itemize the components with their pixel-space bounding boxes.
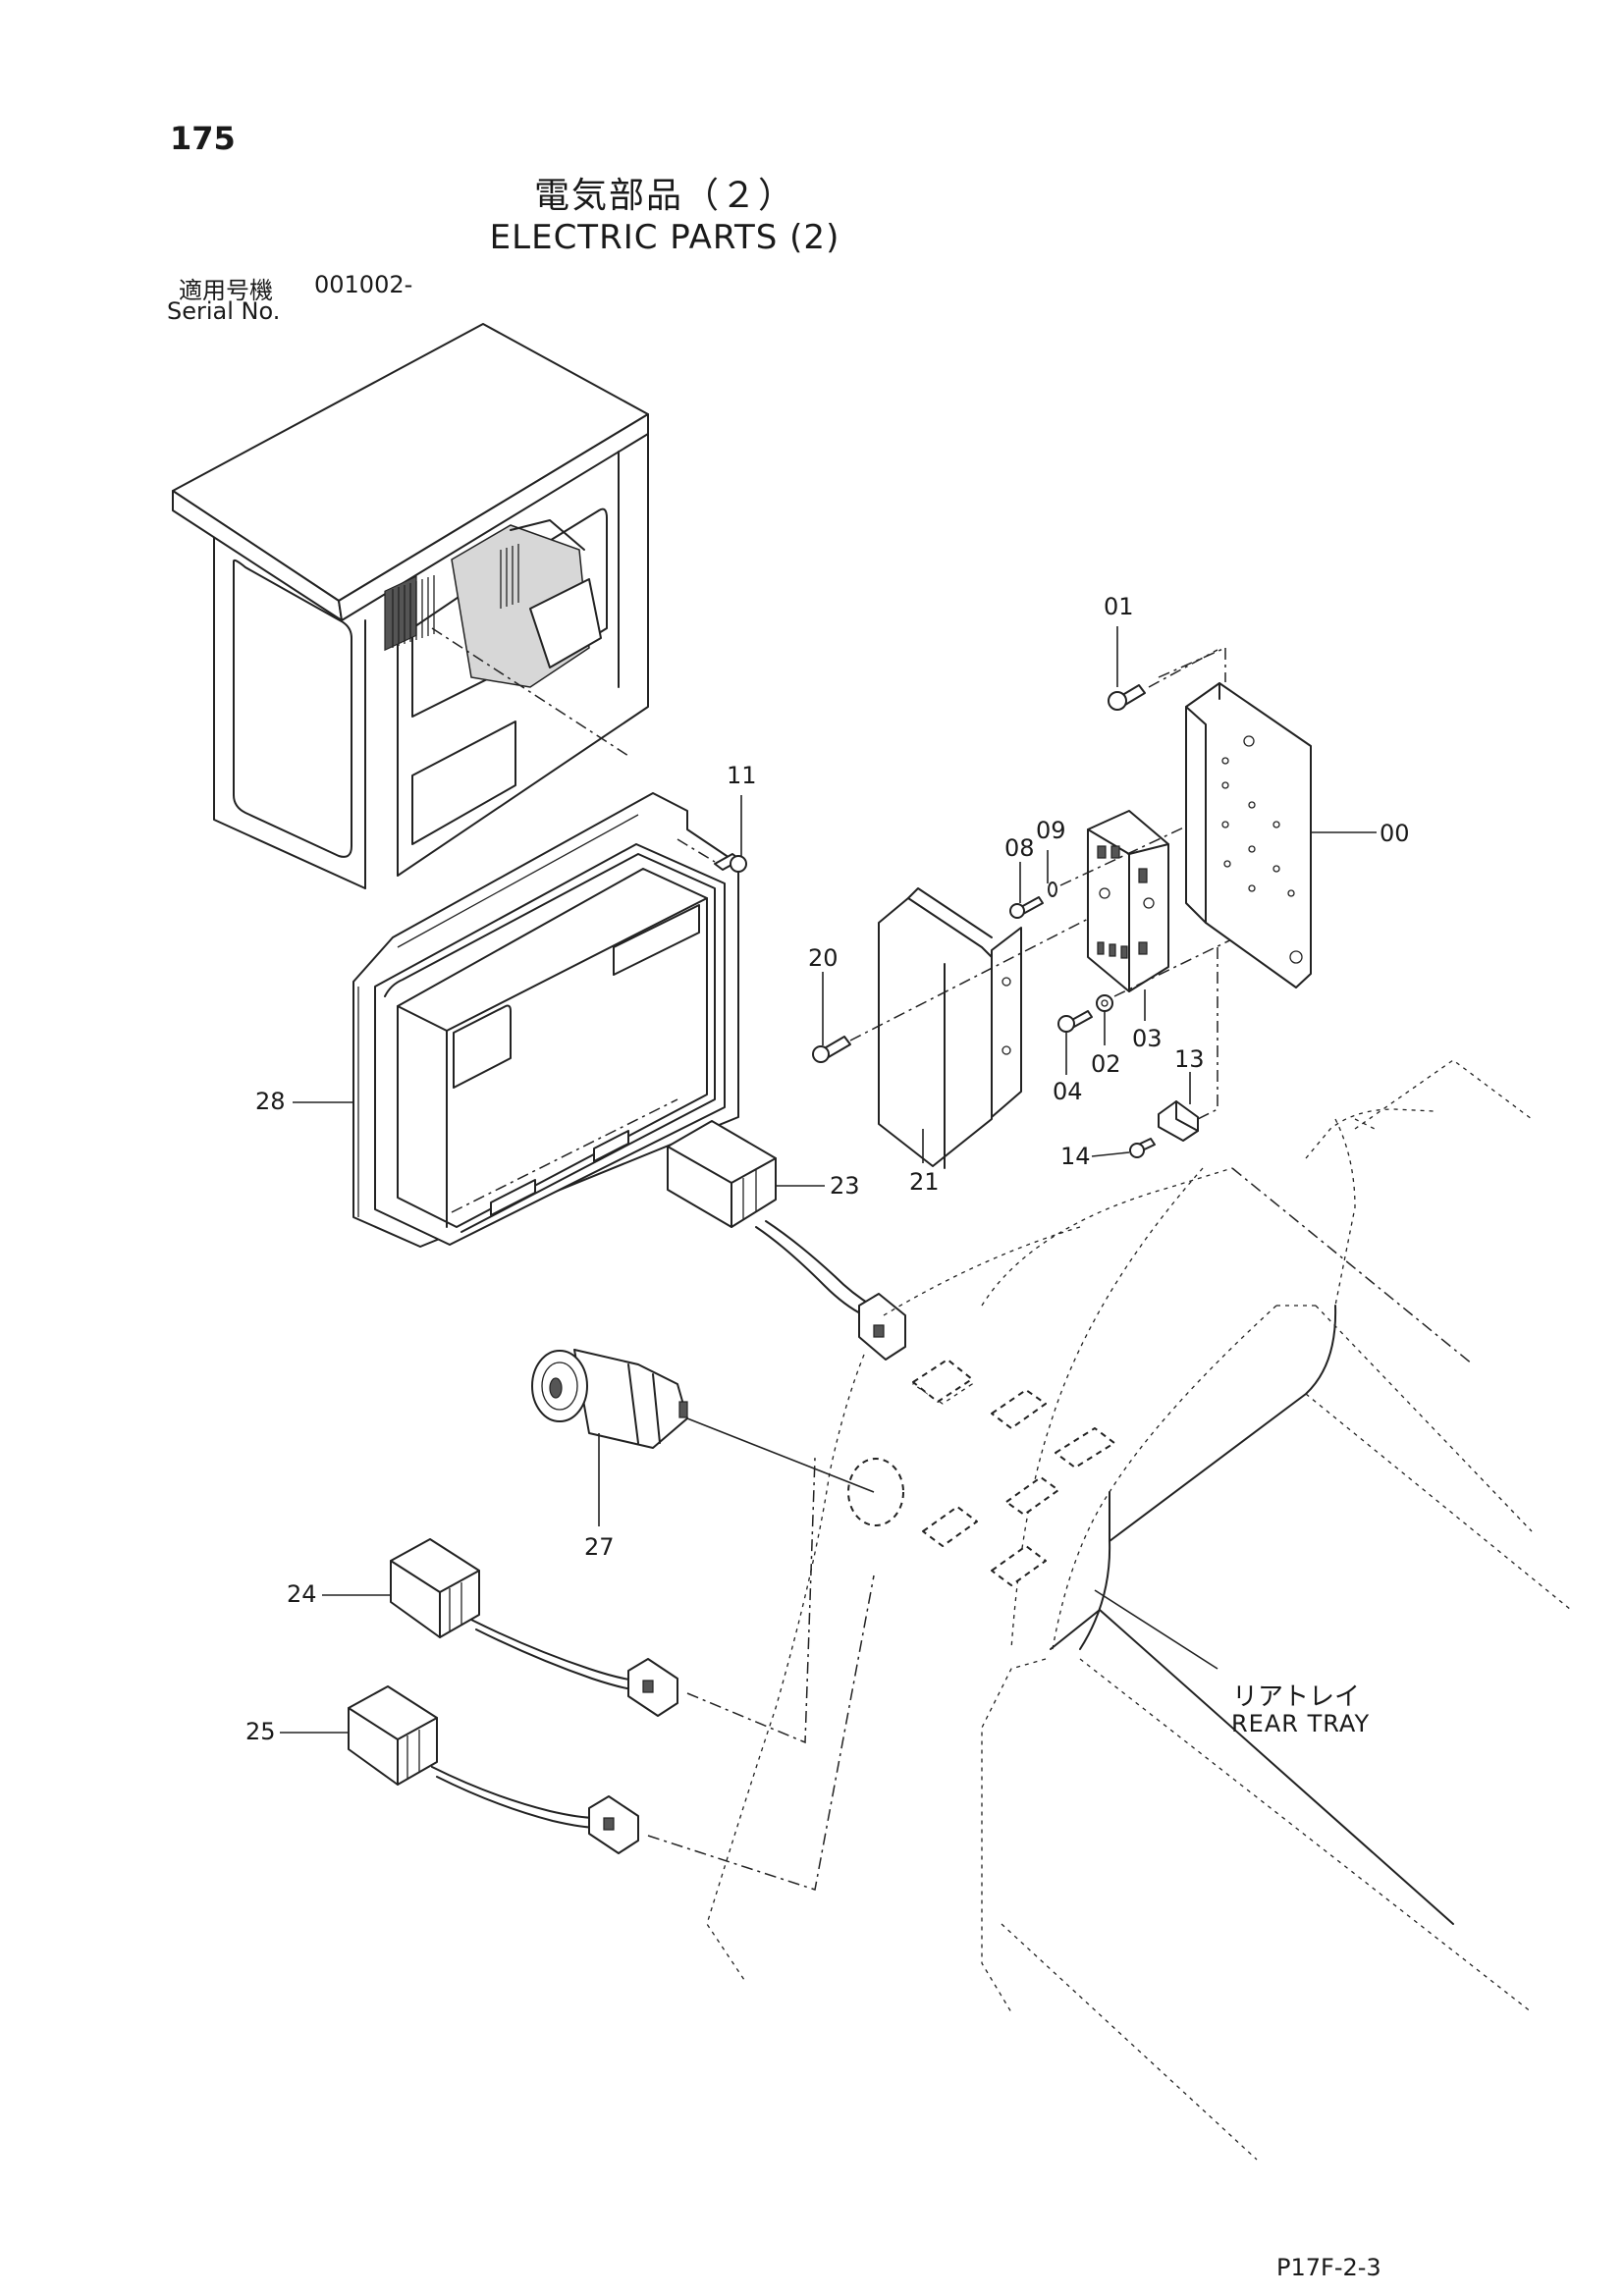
connector-23 xyxy=(667,1120,906,1361)
callout-03: 03 xyxy=(1132,1025,1163,1052)
terminal-block-03 xyxy=(1087,810,1169,992)
callout-21: 21 xyxy=(909,1168,940,1196)
callout-11: 11 xyxy=(727,762,757,789)
callout-00: 00 xyxy=(1380,820,1410,847)
callout-09: 09 xyxy=(1036,817,1066,844)
rear-tray-label-japanese: リアトレイ xyxy=(1232,1682,1361,1712)
title-english: ELECTRIC PARTS (2) xyxy=(489,218,840,257)
callout-04: 04 xyxy=(1053,1078,1083,1105)
page-number: 175 xyxy=(170,120,236,157)
connector-25 xyxy=(348,1575,875,1891)
controller-unit xyxy=(352,792,739,1248)
leader-lines xyxy=(280,626,1377,1734)
callout-08: 08 xyxy=(1004,834,1035,862)
callout-24: 24 xyxy=(287,1580,317,1608)
cab-wiring-hatch xyxy=(392,544,519,648)
callout-02: 02 xyxy=(1091,1050,1121,1078)
callout-01: 01 xyxy=(1104,593,1134,620)
page-code: P17F-2-3 xyxy=(1276,2254,1381,2281)
cab-illustration xyxy=(172,323,649,889)
callout-23: 23 xyxy=(830,1172,860,1200)
rear-tray-label-english: REAR TRAY xyxy=(1231,1710,1371,1737)
callout-27: 27 xyxy=(584,1533,615,1561)
serial-label-english: Serial No. xyxy=(167,297,281,325)
bolt-11 xyxy=(677,838,747,873)
connector-24 xyxy=(390,1457,816,1744)
callout-20: 20 xyxy=(808,944,839,972)
screws-08-09 xyxy=(1009,824,1191,919)
rear-tray-illustration xyxy=(706,1059,1572,2161)
serial-number: 001002- xyxy=(314,271,413,298)
screw-14 xyxy=(1129,1138,1156,1158)
bolt-01 xyxy=(1108,649,1218,711)
bracket-21 xyxy=(878,887,1022,1169)
callout-13: 13 xyxy=(1174,1045,1205,1073)
switch-27 xyxy=(531,1349,688,1449)
serial-label-japanese: 適用号機 xyxy=(179,277,273,304)
callout-25: 25 xyxy=(245,1718,276,1745)
mounting-plate-00 xyxy=(1158,647,1312,988)
bolt-20 xyxy=(812,912,1101,1063)
clip-13 xyxy=(1158,947,1218,1142)
callout-14: 14 xyxy=(1060,1143,1091,1170)
callout-28: 28 xyxy=(255,1088,286,1115)
title-japanese: 電気部品（２） xyxy=(533,176,795,216)
